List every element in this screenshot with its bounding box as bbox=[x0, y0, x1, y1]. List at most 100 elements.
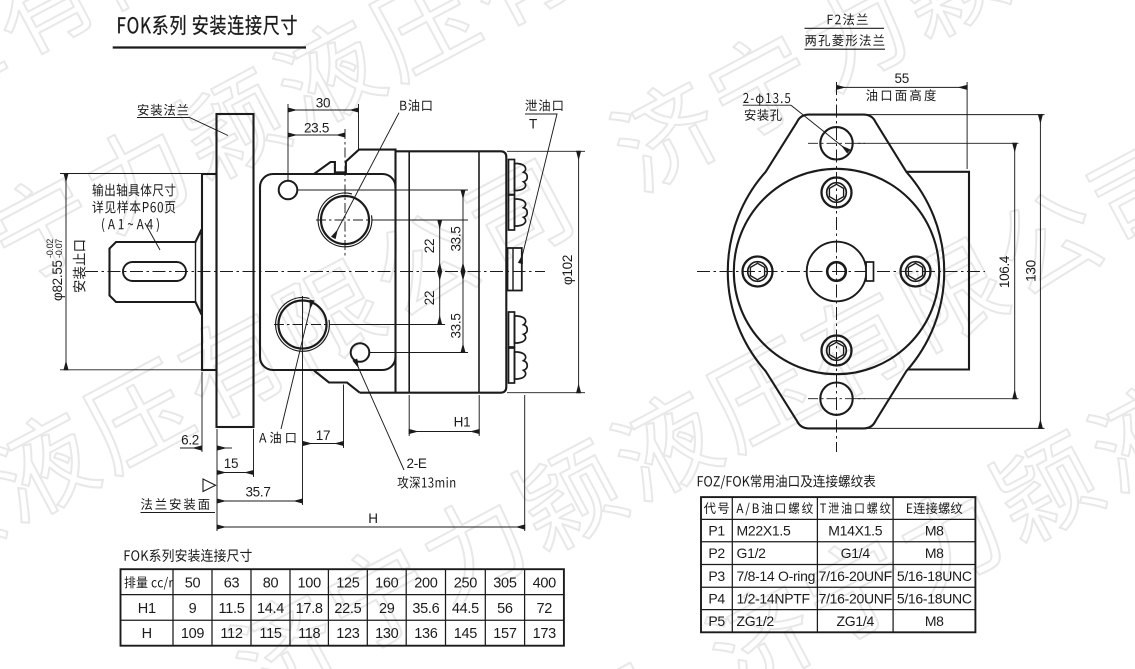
fv-hole-top bbox=[819, 126, 854, 161]
label-phi82-tol-dn: -0.07 bbox=[54, 239, 64, 258]
table-fok-disp: 50 bbox=[185, 575, 201, 591]
table-threads-code: P3 bbox=[708, 568, 725, 584]
dim-15-text: 15 bbox=[224, 456, 238, 471]
table-fok-cell: 29 bbox=[379, 601, 395, 617]
fv-hole-bottom bbox=[819, 381, 854, 416]
table-threads-e: M8 bbox=[925, 545, 944, 561]
fv-port-block bbox=[906, 170, 971, 371]
fv-key bbox=[865, 261, 875, 282]
table-fok-cell: 118 bbox=[298, 626, 320, 642]
dim-22-dn-text: 22 bbox=[422, 291, 437, 305]
leader-2e bbox=[352, 358, 405, 471]
table-fok-cell: 9 bbox=[189, 601, 197, 617]
dim-23-5-text: 23.5 bbox=[304, 121, 329, 136]
table-fok-cell: 35.6 bbox=[412, 601, 439, 617]
dim-6-2-text: 6.2 bbox=[181, 433, 199, 448]
hole-2e-lower bbox=[349, 342, 371, 363]
table-fok-cell: 112 bbox=[220, 626, 242, 642]
table-fok bbox=[119, 568, 565, 647]
table-threads-code: P1 bbox=[708, 523, 725, 539]
dim-30-text: 30 bbox=[316, 96, 330, 111]
table-threads-ab: G1/2 bbox=[737, 545, 767, 561]
table-threads-t: G1/4 bbox=[841, 545, 871, 561]
label-phi82-tol-up: -0.02 bbox=[45, 239, 55, 258]
table-fok-cell: 173 bbox=[533, 626, 557, 642]
fv-flange-outline bbox=[726, 113, 946, 430]
leader-shaft-note bbox=[144, 222, 161, 251]
table-fok-cell: 17.8 bbox=[296, 601, 323, 617]
table-fok-disp: 305 bbox=[493, 575, 517, 591]
front-view-texts: 55 106.4 130 bbox=[743, 13, 1039, 288]
table-threads bbox=[700, 496, 977, 634]
leader-port-a bbox=[280, 299, 315, 430]
label-phi102: φ102 bbox=[560, 255, 575, 285]
table-fok-border bbox=[119, 568, 565, 647]
mount-flange-plate bbox=[215, 112, 255, 429]
table-fok-disp: 200 bbox=[414, 575, 438, 591]
leader-mount-flange bbox=[137, 117, 229, 136]
table-threads-code: P5 bbox=[708, 613, 725, 629]
datum-triangle bbox=[202, 478, 217, 493]
table-fok-cell: 115 bbox=[259, 626, 281, 642]
fv-body-circle bbox=[732, 167, 941, 376]
table-threads-code: P4 bbox=[708, 590, 725, 606]
shaft-keyway bbox=[122, 261, 187, 282]
table-fok-disp: 125 bbox=[336, 575, 360, 591]
hole-2e-upper bbox=[277, 179, 299, 201]
top-boss bbox=[313, 148, 397, 188]
table-fok-cell: 56 bbox=[497, 601, 513, 617]
front-view bbox=[697, 27, 1045, 452]
fv-center-hole bbox=[825, 260, 848, 283]
table-threads-texts: P1 M22X1.5 M14X1.5 M8 P2 G1/2 G1/4 M8 P3… bbox=[697, 474, 972, 629]
table-fok-cell: 109 bbox=[181, 626, 205, 642]
dim-22-up-text: 22 bbox=[422, 239, 437, 253]
table-fok-rowlabel: H bbox=[142, 626, 152, 642]
table-threads-t: 7/16-20UNF bbox=[819, 590, 892, 606]
table-fok-disp: 400 bbox=[533, 575, 557, 591]
label-2e-text: 2-E bbox=[407, 456, 427, 471]
table-fok-cell: 123 bbox=[336, 626, 360, 642]
dim-35-7-text: 35.7 bbox=[245, 485, 270, 500]
table-threads-e: M8 bbox=[925, 613, 944, 629]
dim-17-text: 17 bbox=[316, 428, 330, 443]
table-threads-code: P2 bbox=[708, 545, 725, 561]
fv-dim-130-text: 130 bbox=[1024, 260, 1039, 282]
fv-dim-55-text: 55 bbox=[894, 71, 908, 86]
table-fok-cell: 136 bbox=[414, 626, 438, 642]
title-block bbox=[112, 14, 306, 49]
dim-H-text: H bbox=[368, 511, 377, 526]
table-threads-ab: 7/8-14 O-ring bbox=[737, 568, 816, 584]
table-fok-cell: 11.5 bbox=[219, 601, 245, 617]
table-threads-t: M14X1.5 bbox=[828, 523, 882, 539]
port-b-thread-arc bbox=[317, 192, 373, 248]
port-a-thread-arc bbox=[275, 296, 330, 352]
table-fok-texts: 50 63 80 100 125 160 200 250 305 400 H1 … bbox=[124, 548, 557, 642]
table-fok-disp: 80 bbox=[263, 575, 279, 591]
drain-plug bbox=[506, 247, 523, 292]
leader-drain bbox=[517, 113, 558, 265]
table-threads-ab: 1/2-14NPTF bbox=[737, 590, 810, 606]
table-fok-rowlabel: H1 bbox=[138, 601, 156, 617]
port-face-plate bbox=[258, 172, 397, 372]
leader-port-b bbox=[330, 112, 400, 240]
label-drain-t: T bbox=[529, 117, 537, 132]
rear-housing bbox=[359, 150, 508, 394]
dim-H1-text: H1 bbox=[454, 415, 471, 430]
table-fok-cell: 157 bbox=[493, 626, 517, 642]
bottom-step bbox=[313, 369, 361, 394]
table-fok-disp: 250 bbox=[454, 575, 478, 591]
table-threads-e: 5/16-18UNC bbox=[897, 590, 972, 606]
dim-33-5-dn-text: 33.5 bbox=[449, 313, 464, 338]
table-fok-disp: 160 bbox=[375, 575, 399, 591]
table-threads-e: M8 bbox=[925, 523, 944, 539]
table-threads-ab: M22X1.5 bbox=[737, 523, 791, 539]
label-phi82: φ82.55 bbox=[50, 260, 65, 301]
fv-dim-106-text: 106.4 bbox=[997, 255, 1012, 288]
table-fok-cell: 145 bbox=[454, 626, 478, 642]
table-fok-cell: 44.5 bbox=[452, 601, 479, 617]
table-threads-t: ZG1/4 bbox=[837, 613, 875, 629]
table-fok-cell: 14.4 bbox=[257, 601, 284, 617]
